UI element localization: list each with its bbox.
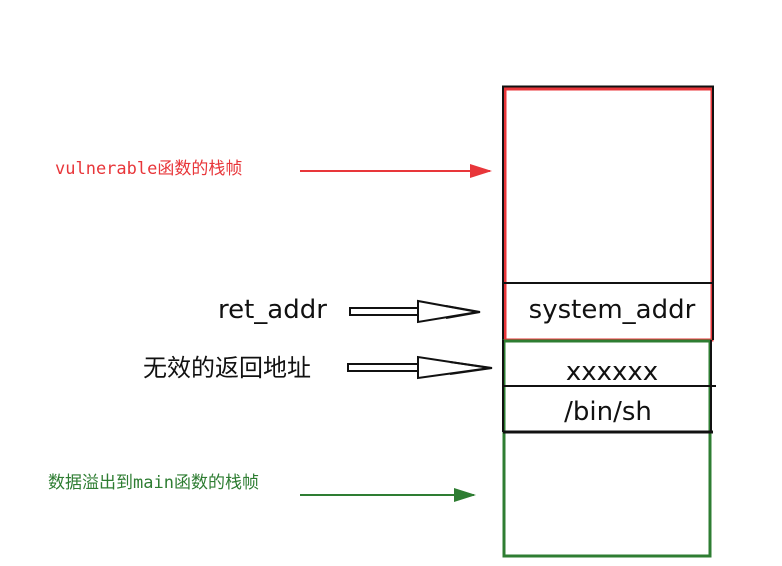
stack-cell-system-addr: system_addr xyxy=(529,295,696,325)
main-frame-overflow-label: 数据溢出到main函数的栈帧 xyxy=(48,473,259,493)
vulnerable-frame-label: vulnerable函数的栈帧 xyxy=(55,159,242,179)
main-frame-box xyxy=(502,339,712,558)
stack-cell-padding: xxxxxx xyxy=(566,357,658,387)
stack-column: system_addr xxxxxx /bin/sh xyxy=(502,85,716,558)
ret-addr-label: ret_addr xyxy=(218,295,327,325)
invalid-return-arrow xyxy=(347,355,493,380)
ret-addr-arrow xyxy=(349,299,481,324)
invalid-return-label: 无效的返回地址 xyxy=(143,354,311,382)
stack-cell-bin-sh: /bin/sh xyxy=(564,397,652,427)
